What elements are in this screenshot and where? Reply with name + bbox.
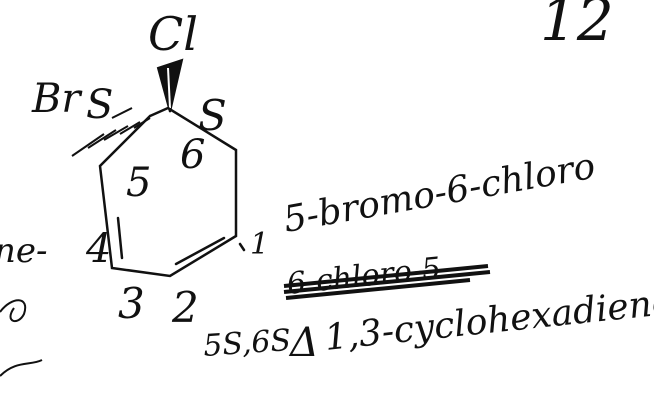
wedge-bond-cl	[156, 58, 184, 113]
delta-symbol: Δ	[288, 320, 319, 366]
left-fragment: ne-	[0, 231, 48, 271]
carbon-4: 4	[85, 226, 111, 272]
carbon-1: 1	[250, 227, 269, 262]
hashed-bond-br	[71, 107, 151, 157]
left-scribble-1	[0, 299, 27, 323]
carbon-6: 6	[180, 132, 205, 178]
page-number: 12	[540, 0, 614, 54]
wedge-inner-line	[167, 67, 171, 109]
carbon-2: 2	[171, 283, 199, 332]
crossout-strokes	[283, 264, 491, 300]
left-scribble-2	[0, 359, 43, 377]
carbon-3: 3	[118, 279, 145, 328]
label-cl: Cl	[148, 7, 198, 61]
name-line-1: 5-bromo-6-chloro	[280, 146, 598, 241]
label-br: Br	[31, 76, 83, 122]
label-stereo-right: S	[198, 91, 227, 140]
carbon-5: 5	[126, 160, 151, 206]
label-stereo-left: S	[86, 82, 113, 128]
ring-bonds	[98, 106, 246, 278]
name-line-3: 1,3-cyclohexadiene	[323, 282, 654, 359]
name-stereo-prefix: 5S,6S	[202, 323, 292, 364]
